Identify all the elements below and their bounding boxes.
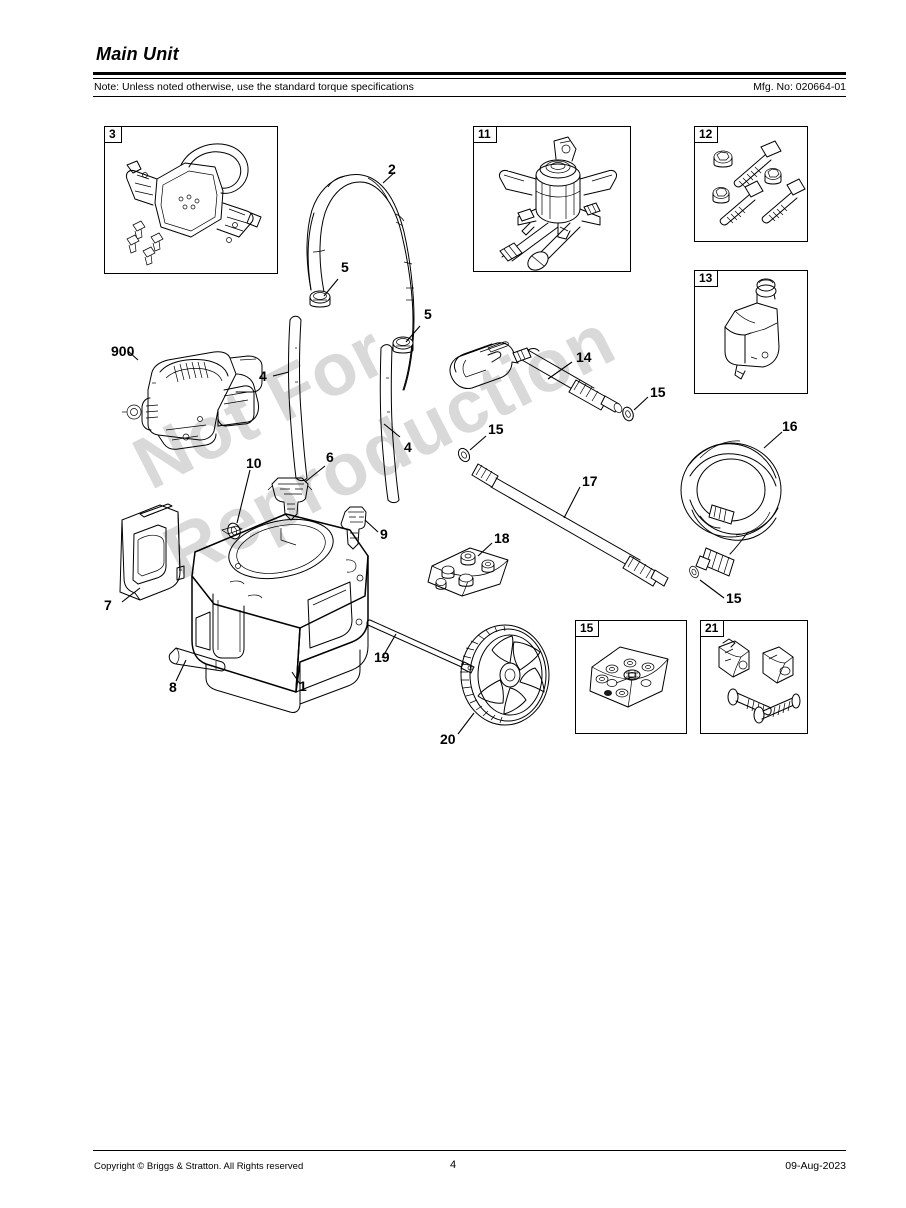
- part-wheel-axle: [366, 619, 475, 674]
- callout-15-gun: 15: [650, 384, 666, 400]
- inset-box-3-tag: 3: [104, 126, 122, 143]
- footer-rule: [93, 1150, 846, 1151]
- page-title: Main Unit: [96, 44, 179, 64]
- callout-19: 19: [374, 649, 390, 665]
- header-rule-under: [93, 96, 846, 97]
- callout-18: 18: [494, 530, 510, 546]
- inset-box-15-tag: 15: [575, 620, 600, 637]
- callout-900: 900: [111, 343, 135, 359]
- inset-box-15: 15: [575, 620, 687, 734]
- callout-20: 20: [440, 731, 456, 747]
- inset-box-21-tag: 21: [700, 620, 725, 637]
- callout-6: 6: [326, 449, 334, 465]
- header-rule-thick: [93, 72, 846, 75]
- header-mfg-number: Mfg. No: 020664-01: [753, 81, 846, 93]
- callout-7: 7: [104, 597, 112, 613]
- part-base-foot-pad: [168, 647, 226, 672]
- callout-16: 16: [782, 418, 798, 434]
- callout-15-wand: 15: [488, 421, 504, 437]
- inset-box-21: 21: [700, 620, 808, 734]
- part-handle-plug-lower: [340, 506, 367, 550]
- inset-box-13-tag: 13: [694, 270, 719, 287]
- inset-box-13-drawing: [724, 278, 780, 380]
- callout-4-right: 4: [404, 439, 412, 455]
- part-wheel: [460, 624, 550, 726]
- inset-box-12-tag: 12: [694, 126, 719, 143]
- inset-box-12-drawing: [712, 140, 806, 226]
- callout-4-left: 4: [259, 368, 267, 384]
- part-upper-handle: [306, 173, 415, 391]
- footer-date: 09-Aug-2023: [785, 1160, 846, 1172]
- part-handle-plug-upper: [267, 477, 313, 521]
- part-handle-end-cap-2: [392, 336, 414, 354]
- callout-9: 9: [380, 526, 388, 542]
- inset-box-15-drawing: [589, 646, 669, 708]
- footer-copyright: Copyright © Briggs & Stratton. All Right…: [94, 1161, 304, 1172]
- callout-14: 14: [576, 349, 592, 365]
- inset-box-11: 11: [473, 126, 631, 272]
- part-o-ring-15-gun: [622, 406, 634, 422]
- part-lower-handle-tube-right: [379, 344, 400, 504]
- footer-page-number: 4: [449, 1159, 457, 1171]
- callout-2: 2: [388, 161, 396, 177]
- inset-box-21-drawing: [718, 638, 801, 724]
- part-spray-wand: [457, 447, 669, 587]
- inset-box-3-drawing: [126, 143, 262, 266]
- header-note: Note: Unless noted otherwise, use the st…: [94, 81, 414, 93]
- callout-leaders: [121, 171, 783, 735]
- part-front-panel: [119, 503, 185, 601]
- part-handle-end-cap-1: [309, 290, 331, 308]
- callout-5-lower: 5: [424, 306, 432, 322]
- callout-17: 17: [582, 473, 598, 489]
- part-lower-handle-tube-left: [288, 315, 308, 482]
- callout-5-upper: 5: [341, 259, 349, 275]
- callout-1: 1: [299, 678, 307, 694]
- inset-box-11-drawing: [499, 136, 617, 271]
- callout-15-hose: 15: [726, 590, 742, 606]
- part-nozzle-kit-pouch: [427, 547, 509, 597]
- part-engine-assembly: [122, 351, 263, 450]
- part-base-shroud: [191, 513, 369, 713]
- part-spray-gun: [449, 341, 623, 414]
- callout-10: 10: [246, 455, 262, 471]
- part-high-pressure-hose: [680, 440, 782, 579]
- callout-8: 8: [169, 679, 177, 695]
- inset-box-3: 3: [104, 126, 278, 274]
- inset-box-13: 13: [694, 270, 808, 394]
- inset-box-12: 12: [694, 126, 808, 242]
- inset-box-11-tag: 11: [473, 126, 497, 143]
- header-rule-thin: [93, 78, 846, 79]
